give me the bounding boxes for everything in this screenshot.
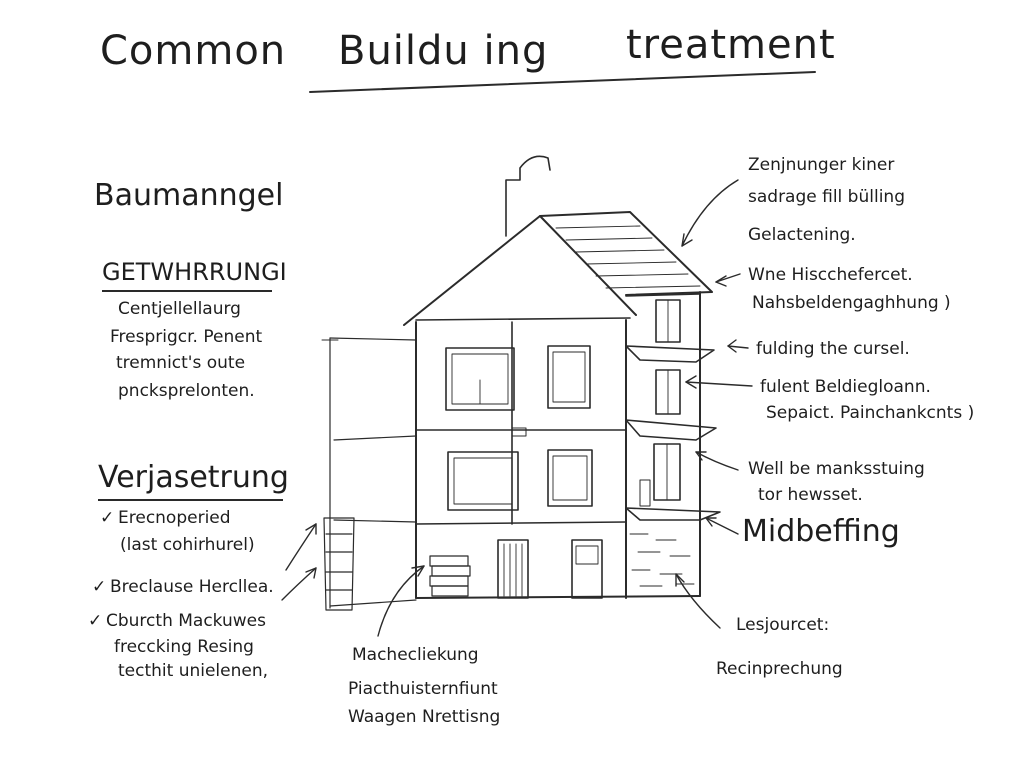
- vent-icon: [511, 427, 527, 437]
- balcony-2: [625, 419, 717, 441]
- right-note2-line2: Nahsbeldengaghhung ): [752, 293, 951, 313]
- right-note6: Lesjourcet:: [736, 615, 830, 635]
- right-note1-line1: Zenjnunger kiner: [748, 155, 895, 175]
- left-block1-line4: pncksprelonten.: [118, 381, 255, 401]
- checkmark-icon: ✓: [88, 611, 103, 631]
- right-note2-line1: Wne Hiscchefercet.: [748, 265, 913, 285]
- roof-shingles: [555, 225, 701, 289]
- title-word-common: Common: [100, 28, 287, 74]
- brick-base: [629, 533, 695, 587]
- side-roof-outline: [539, 211, 713, 296]
- door-left: [497, 539, 529, 599]
- bottom-note-line1: Machecliekung: [352, 645, 479, 665]
- main-roof-outline: [403, 215, 637, 326]
- check-item-1-line2: (last cohirhurel): [120, 535, 255, 555]
- right-heading-midbeffing: Midbeffing: [742, 514, 900, 549]
- check-item-3: ✓Cburcth Mackuwes: [88, 608, 266, 634]
- checkmark-icon: ✓: [100, 508, 115, 528]
- left-heading-getwhrrungi: GETWHRRUNGI: [102, 258, 287, 292]
- check-item-1-line1: Erecnoperied: [118, 508, 231, 528]
- checkmark-icon: ✓: [92, 577, 107, 597]
- title-word-treatment: treatment: [626, 22, 836, 68]
- window-middle-left: [447, 451, 519, 511]
- left-block1-line2: Fresprigcr. Penent: [110, 327, 263, 347]
- bottom-note-line3: Waagen Nrettisng: [348, 707, 501, 727]
- balcony-3: [625, 507, 721, 521]
- bottom-note-line2: Piacthuisternfiunt: [348, 679, 498, 699]
- title-underline: [309, 71, 816, 93]
- right-note1-line2: sadrage fill bülling: [748, 187, 905, 207]
- window-middle-right: [547, 449, 593, 507]
- right-note4-line2: Sepaict. Painchankcnts ): [766, 403, 975, 423]
- stacked-boards: [429, 555, 471, 597]
- check-item-2-line1: Breclause Hercllea.: [110, 577, 274, 597]
- right-note5-line2: tor hewsset.: [758, 485, 863, 505]
- title-word-building: Buildu ing: [338, 28, 549, 74]
- door-right: [571, 539, 603, 599]
- check-item-3-line3: tecthit unielenen,: [118, 661, 269, 681]
- right-note4-line1: fulent Beldiegloann.: [760, 377, 931, 397]
- check-item-1: ✓Erecnoperied: [100, 505, 231, 531]
- antenna-icon: [505, 155, 551, 237]
- balcony-1: [625, 345, 715, 363]
- left-heading-verjasetrung: Verjasetrung: [98, 460, 289, 501]
- check-item-3-line1: Cburcth Mackuwes: [106, 611, 266, 631]
- check-item-2: ✓Breclause Hercllea.: [92, 574, 274, 600]
- right-note1-line3: Gelactening.: [748, 225, 856, 245]
- right-note5-line1: Well be manksstuing: [748, 459, 925, 479]
- roof-eave: [415, 317, 631, 321]
- check-item-3-line2: freccking Resing: [114, 637, 254, 657]
- left-heading-baumanngel: Baumanngel: [94, 178, 284, 213]
- window-upper-left: [445, 347, 515, 411]
- window-upper-right: [547, 345, 591, 409]
- scaffold-left: [321, 337, 417, 611]
- left-block1-line3: tremnict's oute: [116, 353, 246, 373]
- right-note7: Recinprechung: [716, 659, 843, 679]
- right-note3: fulding the cursel.: [756, 339, 910, 359]
- annotation-arrows: [281, 179, 753, 637]
- left-block1-line1: Centjellellaurg: [118, 299, 241, 319]
- floor-line-2: [415, 521, 627, 525]
- ground-line: [415, 595, 701, 599]
